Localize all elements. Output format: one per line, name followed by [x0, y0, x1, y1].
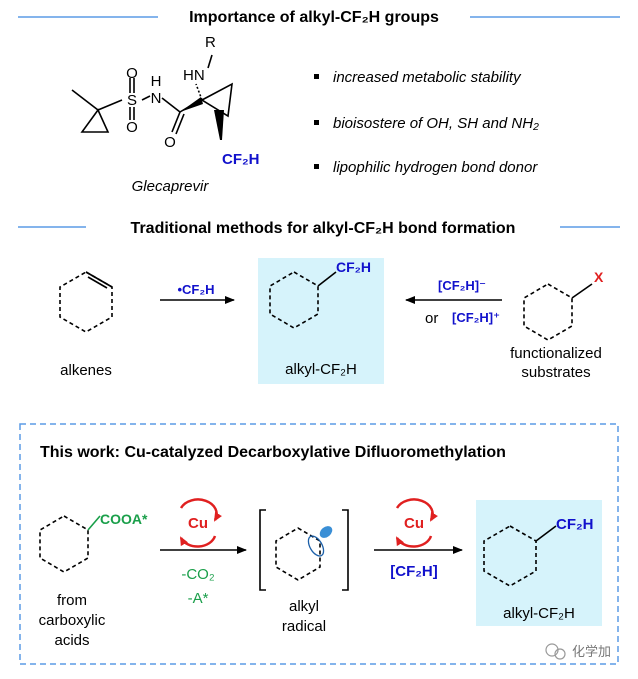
- acid-label-3: acids: [54, 632, 89, 649]
- product-highlight: [258, 258, 384, 384]
- atom-H: H: [151, 73, 162, 90]
- leaving-group-x: X: [594, 269, 604, 285]
- alkenes-label: alkenes: [60, 362, 112, 379]
- bullet-marker: [314, 74, 319, 79]
- loss-a: -A*: [188, 590, 209, 607]
- cyclopropane-ring: [200, 82, 233, 118]
- substrate-ring: [523, 283, 593, 341]
- importance-header: Importance of alkyl-CF₂H groups: [18, 9, 620, 26]
- final-product-label: alkyl-CF₂H: [503, 605, 575, 622]
- this-work-title: This work: Cu-catalyzed Decarboxylative …: [40, 444, 506, 461]
- bullet-1: increased metabolic stability: [333, 69, 522, 86]
- acid-label-1: from: [57, 592, 87, 609]
- product-ring: [269, 271, 337, 329]
- radical-orbital-icon: [307, 526, 333, 557]
- reagent-or: or: [425, 310, 438, 327]
- bullet-3: lipophilic hydrogen bond donor: [333, 159, 538, 176]
- molecule-cf2h: CF₂H: [222, 151, 260, 168]
- glecaprevir-structure: [71, 54, 233, 140]
- atom-S: S: [127, 92, 137, 109]
- this-work-box: [19, 423, 619, 665]
- atom-R: R: [205, 34, 216, 51]
- watermark-text: 化学加: [572, 644, 611, 659]
- atom-O-bottom: O: [126, 119, 138, 136]
- cu-cycle-icon-2: [395, 498, 438, 548]
- atom-N: N: [151, 90, 162, 107]
- bullet-2: bioisostere of OH, SH and NH₂: [333, 115, 539, 132]
- importance-title: Importance of alkyl-CF₂H groups: [189, 9, 439, 26]
- bullet-marker: [314, 164, 319, 169]
- glecaprevir-labels: R HN S O O H N O CF₂H Glecaprevir: [126, 34, 259, 195]
- product-label: alkyl-CF₂H: [285, 361, 357, 378]
- radical-label-2: radical: [282, 618, 326, 635]
- reagent-cation: [CF₂H]⁺: [452, 310, 500, 325]
- acid-ring: [39, 515, 101, 573]
- final-product-cf2h: CF₂H: [556, 516, 594, 533]
- acid-group: COOA*: [100, 511, 148, 527]
- loss-co2: -CO₂: [181, 566, 214, 583]
- bond: [97, 99, 123, 111]
- molecule-name: Glecaprevir: [132, 178, 210, 195]
- cyclopropyl-ring: [80, 108, 110, 133]
- product-cf2h: CF₂H: [336, 259, 371, 275]
- cf2h-reagent: [CF₂H]: [390, 563, 437, 580]
- traditional-header: Traditional methods for alkyl-CF₂H bond …: [18, 220, 620, 237]
- alkene-double-bond: [87, 276, 108, 289]
- bullet-marker: [314, 120, 319, 125]
- final-product-ring: [483, 525, 557, 587]
- substrate-label-1: functionalized: [510, 345, 602, 362]
- atom-HN: HN: [183, 67, 205, 84]
- radical-label-1: alkyl: [289, 598, 319, 615]
- radical-reagent: •CF₂H: [177, 282, 214, 297]
- final-product-highlight: [476, 500, 602, 626]
- importance-bullets: increased metabolic stability bioisoster…: [314, 69, 539, 176]
- alkene-ring: [59, 271, 113, 333]
- cu-label-1: Cu: [188, 515, 208, 532]
- acid-label-2: carboxylic: [39, 612, 106, 629]
- atom-O-top: O: [126, 65, 138, 82]
- atom-O-carbonyl: O: [164, 134, 176, 151]
- bond: [71, 89, 99, 111]
- alkene-bond: [85, 271, 113, 288]
- substrate-label-2: substrates: [521, 364, 590, 381]
- radical-brackets: [259, 509, 349, 591]
- watermark: 化学加: [545, 643, 611, 660]
- traditional-title: Traditional methods for alkyl-CF₂H bond …: [131, 220, 516, 237]
- reagent-anion: [CF₂H]⁻: [438, 278, 486, 293]
- cu-label-2: Cu: [404, 515, 424, 532]
- cu-cycle-icon: [179, 498, 222, 548]
